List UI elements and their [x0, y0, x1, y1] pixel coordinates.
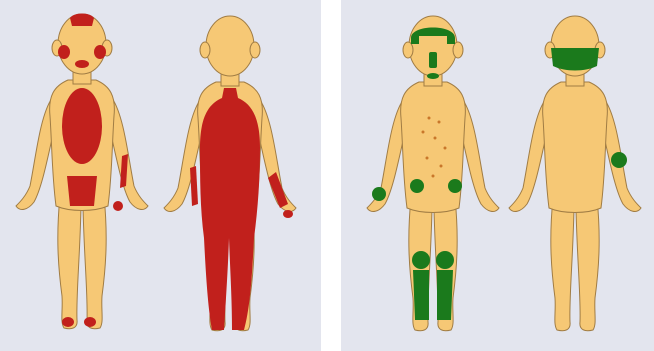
ear-right — [250, 42, 260, 58]
lesion-knee-right — [436, 251, 454, 269]
lesion-hand-right — [283, 210, 293, 218]
panel-green-svg — [341, 0, 654, 351]
freckle-1 — [428, 117, 431, 120]
lesion-foot-right — [84, 317, 96, 327]
lesion-nose — [429, 52, 437, 68]
lesion-shin-right — [437, 270, 453, 320]
lesion-occiput — [551, 48, 599, 71]
lesion-chin — [75, 60, 89, 68]
lesion-cheek-left — [58, 45, 70, 59]
freckle-4 — [434, 137, 437, 140]
ear-right — [453, 42, 463, 58]
panel-green-distribution — [341, 0, 654, 351]
lesion-elbow-left — [611, 152, 627, 168]
lesion-upper-lip — [427, 73, 439, 79]
lesion-pelvis — [67, 176, 97, 206]
head — [206, 16, 254, 76]
freckle-6 — [426, 157, 429, 160]
panel-red-svg — [0, 0, 321, 351]
lesion-chest-abdomen — [62, 88, 102, 164]
lesion-hip-left — [410, 179, 424, 193]
lesion-hand-right — [113, 201, 123, 211]
lesion-foot-left — [62, 317, 74, 327]
ear-left — [200, 42, 210, 58]
freckle-7 — [440, 165, 443, 168]
freckle-3 — [422, 131, 425, 134]
freckle-8 — [432, 175, 435, 178]
lesion-shin-left — [413, 270, 429, 320]
lesion-hip-right — [448, 179, 462, 193]
ear-left — [403, 42, 413, 58]
lesion-cheek-right — [94, 45, 106, 59]
lesion-wrist-right — [372, 187, 386, 201]
lesion-knee-left — [412, 251, 430, 269]
torso — [543, 82, 608, 213]
lesion-scalp-top — [70, 14, 94, 27]
panel-red-distribution — [0, 0, 321, 351]
freckle-2 — [438, 121, 441, 124]
freckle-5 — [444, 147, 447, 150]
